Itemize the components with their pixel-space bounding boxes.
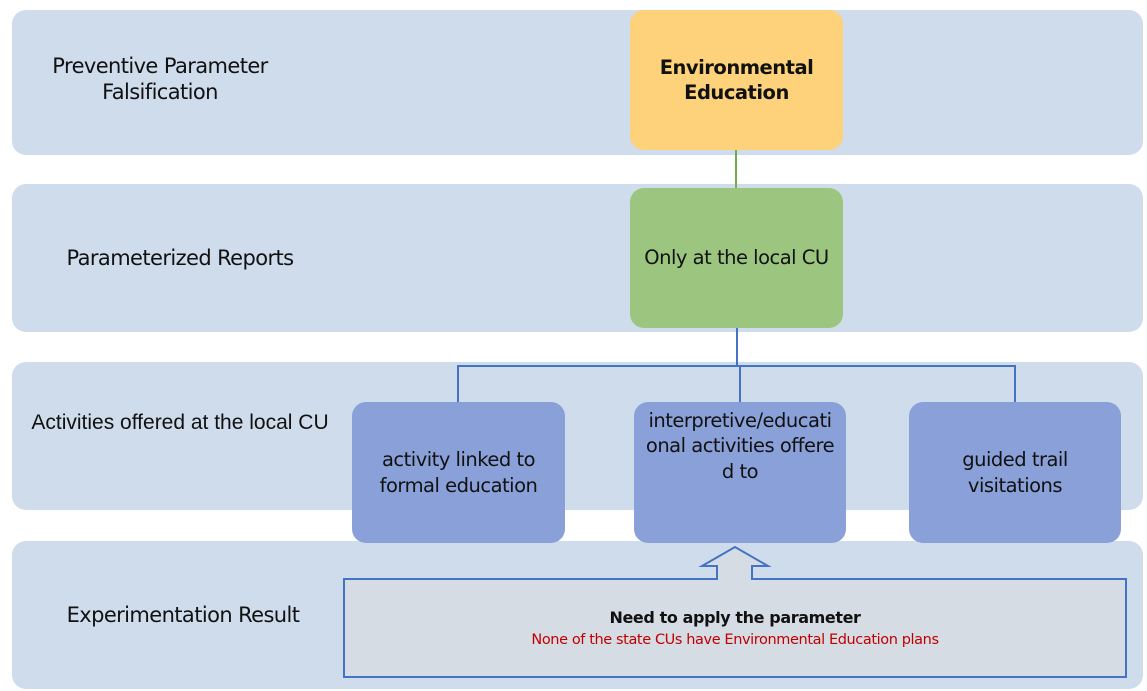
row-label-result: Experimentation Result	[66, 603, 300, 627]
result-arrow-box	[343, 545, 1127, 678]
row-label-activities: Activities offered at the local CU	[31, 411, 329, 434]
result-title: Need to apply the parameter	[609, 608, 861, 627]
node-only-local-cu: Only at the local CU	[630, 188, 843, 328]
row-band-reports	[12, 184, 1143, 332]
node-interpretive-activities-text: interpretive/educational activities offe…	[645, 409, 835, 483]
row-label-falsification: Preventive Parameter Falsification	[52, 54, 268, 104]
node-environmental-education: Environmental Education	[630, 10, 843, 150]
result-subtitle: None of the state CUs have Environmental…	[531, 632, 939, 648]
result-box: Need to apply the parameter None of the …	[344, 579, 1126, 677]
row-label-reports: Parameterized Reports	[66, 246, 295, 270]
node-interpretive-activities: interpretive/educational activities offe…	[634, 402, 846, 543]
node-guided-trail-visitations: guided trail visitations	[909, 402, 1121, 543]
node-activity-formal-education: activity linked to formal education	[352, 402, 565, 543]
connector-branch-horizontal	[457, 365, 1016, 402]
row-band-falsification	[12, 10, 1143, 155]
